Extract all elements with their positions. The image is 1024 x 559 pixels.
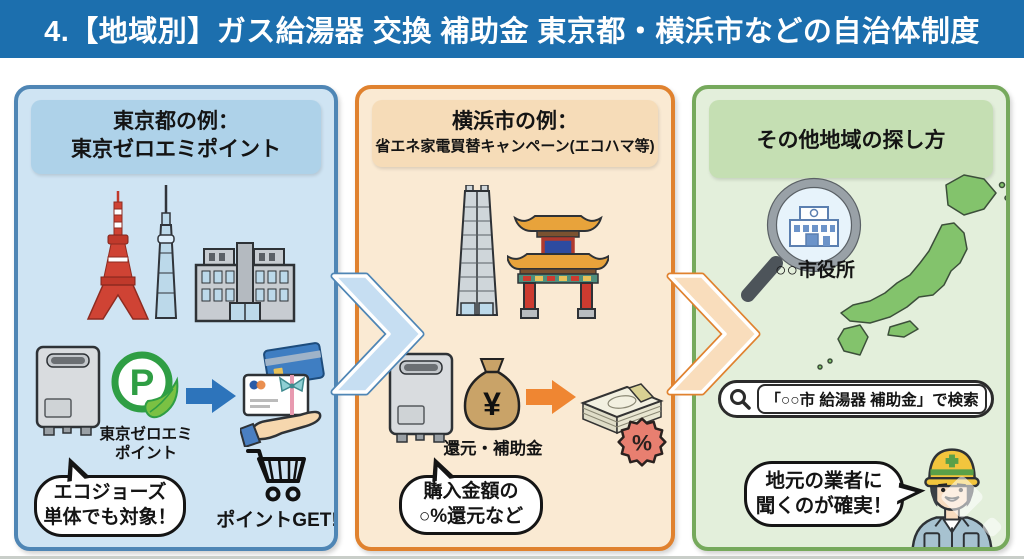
- chevron-right-icon: [330, 272, 425, 396]
- panel-tokyo-title-line1: 東京都の例：: [113, 110, 239, 133]
- yokohama-note-line1: 購入金額の: [423, 481, 519, 503]
- bubble-tail: [68, 464, 88, 485]
- bottom-divider: [0, 556, 1024, 559]
- header-bar: 4.【地域別】ガス給湯器 交換 補助金 東京都・横浜市などの自治体制度: [0, 0, 1024, 58]
- tokyo-note-bubble: エコジョーズ 単体でも対象！: [34, 454, 186, 537]
- panel-yokohama-title-line1: 横浜市の例：: [452, 110, 578, 133]
- banknotes-icon: [580, 383, 664, 435]
- arrow-right-icon: [186, 379, 236, 413]
- cityhall-caption: ○○市役所: [775, 260, 855, 281]
- panel-other-title: その他地域の探し方: [709, 100, 993, 178]
- bubble-tail: [895, 487, 916, 504]
- panel-yokohama-title-line2: 省エネ家電買替キャンペーン(エコハマ等): [375, 138, 655, 156]
- panel-yokohama-title: 横浜市の例： 省エネ家電買替キャンペーン(エコハマ等): [372, 100, 658, 167]
- percent-symbol: %: [632, 430, 652, 455]
- panel-other: その他地域の探し方 ○○市役所: [692, 85, 1010, 551]
- chevron-right-icon: [666, 272, 761, 396]
- bubble-tail: [433, 464, 453, 485]
- other-note-bubble: 地元の業者に 聞くのが確実！: [744, 461, 927, 527]
- japan-map-icon: [817, 174, 1006, 370]
- search-bar: 「○○市 給湯器 補助金」で検索: [718, 380, 994, 418]
- point-logo-caption: 東京ゼロエミ ポイント: [88, 425, 204, 464]
- search-icon: [730, 389, 751, 410]
- tokyo-tower-icon: [86, 191, 150, 320]
- chinatown-gate-icon: [507, 215, 609, 319]
- point-logo-caption-line2: ポイント: [114, 445, 177, 463]
- yokohama-note-bubble: 購入金額の ○%還元など: [399, 454, 543, 535]
- cart-caption: ポイントGET!: [216, 510, 338, 531]
- point-logo-caption-line1: 東京ゼロエミ: [99, 426, 193, 443]
- magnifier-cityhall-icon: [741, 177, 862, 302]
- p-leaf-icon: P: [111, 351, 179, 419]
- yokohama-note-line2: ○%還元など: [418, 506, 524, 527]
- cart-icon: [246, 449, 306, 502]
- government-building-icon: [194, 242, 296, 323]
- panel-tokyo: 東京都の例： 東京ゼロエミポイント: [14, 85, 338, 551]
- tokyo-note-line1: エコジョーズ: [53, 482, 167, 504]
- money-bag-icon: ¥: [463, 358, 521, 431]
- arrow-right-icon: [526, 380, 576, 414]
- tokyo-note-line2: 単体でも対象！: [43, 507, 177, 528]
- landmark-tower-icon: [455, 185, 499, 316]
- panel-tokyo-title-line2: 東京ゼロエミポイント: [71, 138, 281, 162]
- panel-tokyo-title: 東京都の例： 東京ゼロエミポイント: [31, 100, 321, 174]
- point-logo-letter: P: [130, 362, 155, 403]
- cards-hand-icon: [240, 342, 325, 447]
- skytree-icon: [154, 185, 178, 319]
- page-title: 4.【地域別】ガス給湯器 交換 補助金 東京都・横浜市などの自治体制度: [44, 16, 980, 48]
- water-heater-icon: [35, 345, 101, 436]
- water-heater-icon: [388, 352, 454, 443]
- bag-caption: 還元・補助金: [443, 440, 543, 458]
- other-note-line1: 地元の業者に: [765, 469, 883, 492]
- other-note-line2: 聞くのが確実！: [755, 495, 893, 517]
- percent-badge-icon: %: [617, 417, 667, 467]
- search-query-text: 「○○市 給湯器 補助金」で検索: [757, 384, 987, 414]
- yen-symbol: ¥: [483, 386, 501, 422]
